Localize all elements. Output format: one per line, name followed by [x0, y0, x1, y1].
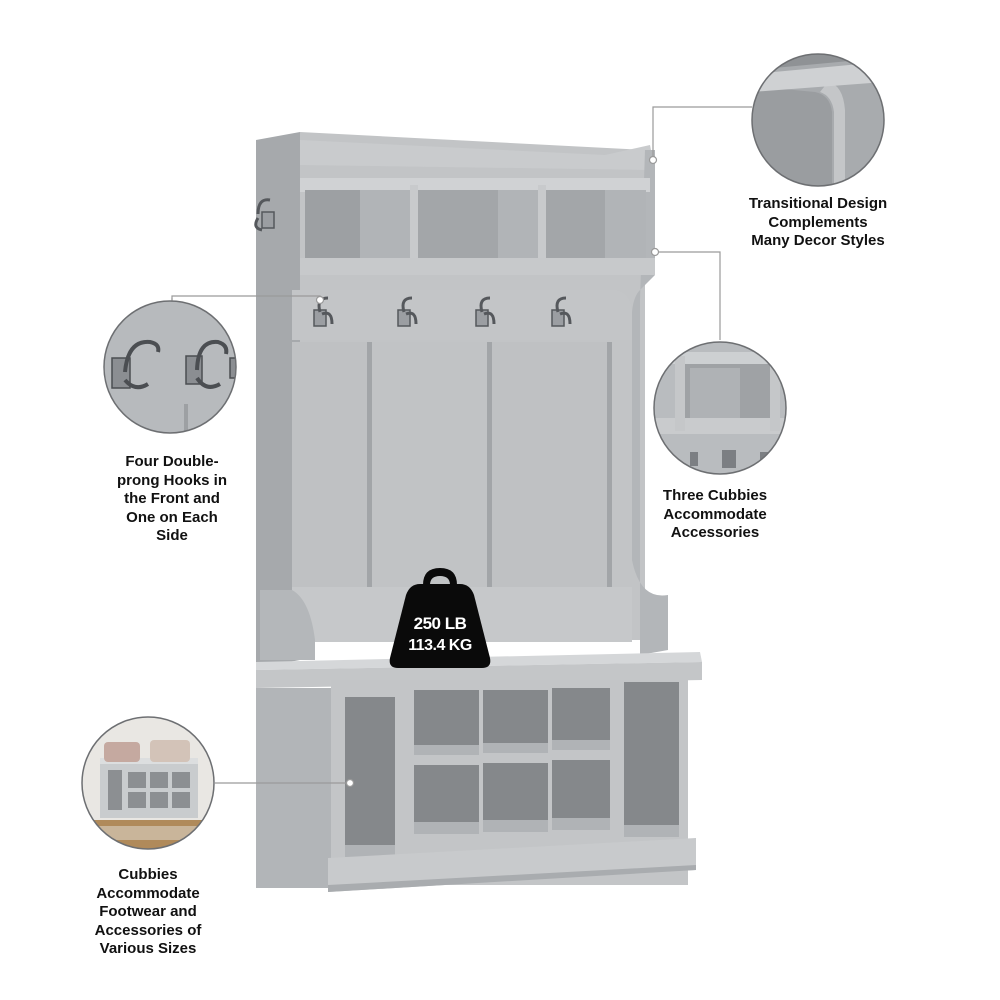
callout-line: Cubbies [118, 866, 178, 883]
callout-line: Complements [768, 213, 868, 231]
weight-capacity-kg: 113.4 KG [408, 637, 472, 654]
callout-line: Transitional Design [748, 195, 888, 212]
hall-tree [254, 132, 702, 892]
callout-line: Accommodate [96, 884, 200, 902]
detail-circle-design [751, 53, 885, 187]
hook-icon [475, 296, 496, 327]
callout-line: Accessories of [94, 921, 202, 939]
side-hook-icon [254, 198, 275, 232]
callout-line: One on Each [126, 508, 218, 526]
beadboard [292, 342, 612, 587]
callout-line: Accommodate [663, 505, 767, 523]
callout-line: Many Decor Styles [751, 232, 885, 249]
right-side-panel [631, 150, 668, 655]
callout-line: Three Cubbies [662, 487, 768, 504]
bench-base [328, 838, 696, 892]
callout-cubbies-top-text: Three Cubbies Accommodate Accessories [640, 487, 790, 543]
detail-circle-room [81, 716, 215, 850]
bench-cubbies [345, 682, 679, 855]
top-crown [300, 140, 655, 170]
callout-line: Footwear and [99, 903, 197, 920]
bench-left-side [256, 688, 331, 888]
upper-shelf-top [300, 178, 650, 192]
leader-lines [171, 106, 752, 788]
upper-shelf-bottom [300, 258, 655, 275]
detail-circle-cubby [653, 341, 787, 475]
callout-design-text: Transitional Design Complements Many Dec… [718, 195, 918, 251]
callout-line: Side [156, 527, 188, 544]
callout-hooks-text: Four Double- prong Hooks in the Front an… [102, 453, 242, 546]
hook-icon [551, 296, 572, 327]
left-side-panel [256, 132, 300, 668]
detail-circle-hooks [103, 300, 237, 434]
callout-line: Various Sizes [99, 940, 197, 957]
callout-line: Four Double- [125, 453, 219, 470]
weight-icon [389, 568, 491, 668]
hook-icon [397, 296, 418, 327]
top-cubbies [305, 185, 646, 263]
callout-line: the Front and [124, 490, 220, 507]
front-hooks [254, 198, 572, 327]
callout-line: Accessories [670, 524, 760, 541]
left-arm [260, 590, 315, 660]
weight-capacity-lb: 250 LB [413, 614, 467, 633]
callout-cubbies-bottom-text: Cubbies Accommodate Footwear and Accesso… [78, 866, 218, 959]
hook-icon [111, 339, 236, 390]
hook-rail [292, 290, 632, 340]
callout-line: prong Hooks in [117, 471, 227, 489]
